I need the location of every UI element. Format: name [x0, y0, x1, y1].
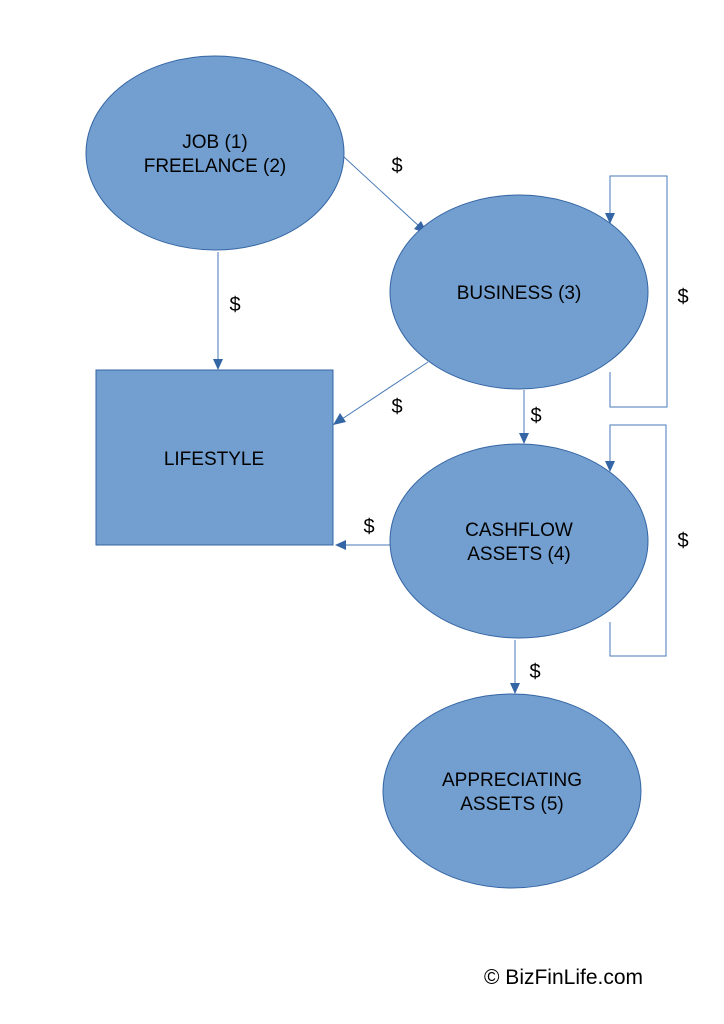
node-job-freelance-line-2: FREELANCE (2) — [144, 156, 287, 177]
node-cashflow-line-2: ASSETS (4) — [467, 544, 570, 565]
edge-job-to-business — [343, 156, 428, 234]
node-cashflow-assets: CASHFLOW ASSETS (4) — [389, 443, 649, 639]
edge-label-job-to-lifestyle: $ — [229, 294, 240, 316]
node-appreciating-line-1: APPRECIATING — [442, 770, 582, 791]
node-lifestyle-label: LIFESTYLE — [164, 449, 264, 470]
node-lifestyle: LIFESTYLE — [95, 369, 334, 546]
node-business-label: BUSINESS (3) — [457, 283, 582, 304]
edge-cashflow-to-appreciating — [510, 640, 520, 694]
edge-label-business-loop: $ — [677, 286, 688, 308]
edge-business-loop — [605, 175, 668, 408]
edge-label-cashflow-to-appreciating: $ — [529, 661, 540, 683]
edge-label-cashflow-to-lifestyle: $ — [363, 516, 374, 538]
node-business: BUSINESS (3) — [389, 194, 649, 390]
edge-cashflow-to-lifestyle — [335, 540, 391, 550]
node-appreciating-line-2: ASSETS (5) — [460, 794, 563, 815]
node-cashflow-line-1: CASHFLOW — [465, 520, 573, 541]
edge-business-to-lifestyle — [333, 361, 429, 425]
node-job-freelance: JOB (1) FREELANCE (2) — [85, 55, 345, 251]
edge-label-job-to-business: $ — [391, 155, 402, 177]
edge-job-to-lifestyle — [213, 252, 223, 370]
edge-business-to-cashflow — [519, 390, 529, 444]
copyright-notice: © BizFinLife.com — [484, 966, 644, 989]
node-job-freelance-line-1: JOB (1) — [182, 132, 247, 153]
edge-label-business-to-lifestyle: $ — [391, 396, 402, 418]
edge-label-business-to-cashflow: $ — [530, 405, 541, 427]
edge-label-cashflow-loop: $ — [677, 530, 688, 552]
node-appreciating-assets: APPRECIATING ASSETS (5) — [382, 693, 642, 889]
edge-cashflow-loop — [605, 424, 667, 657]
